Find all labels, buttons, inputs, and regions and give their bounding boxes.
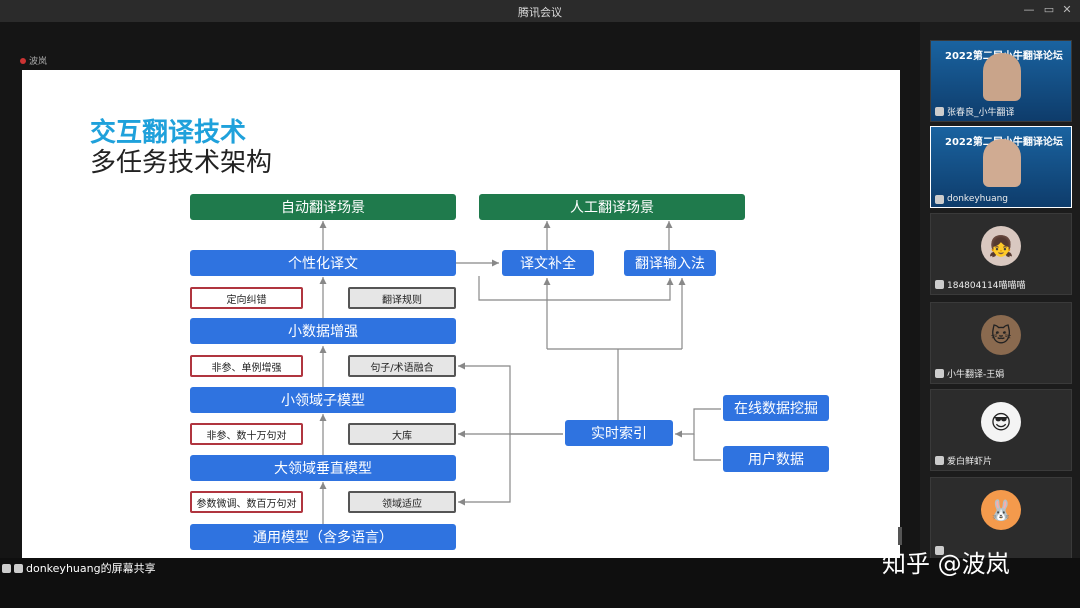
mic-icon xyxy=(935,546,944,555)
translation-input-method: 翻译输入法 xyxy=(624,250,716,276)
window-titlebar: 腾讯会议 — ▭ ✕ xyxy=(0,0,1080,22)
small-data-augmentation: 小数据增强 xyxy=(190,318,456,344)
avatar: 😎 xyxy=(981,402,1021,442)
participant-name: 小牛翻译-王娟 xyxy=(935,367,1004,380)
participant-tile[interactable]: 🐰 xyxy=(930,477,1072,559)
nonparam-single-aug: 非参、单例增强 xyxy=(190,355,303,377)
person-video xyxy=(983,139,1021,187)
participant-tile-active[interactable]: 2022第二届小牛翻译论坛 donkeyhuang xyxy=(930,126,1072,208)
participant-name: donkeyhuang xyxy=(935,194,1008,204)
minimize-icon[interactable]: ▭ xyxy=(1043,3,1055,16)
presentation-slide: 交互翻译技术 多任务技术架构 xyxy=(22,70,900,568)
shared-screen-area: 波岚 交互翻译技术 多任务技术架构 xyxy=(0,22,920,568)
avatar: 🐰 xyxy=(981,490,1021,530)
mic-icon xyxy=(935,456,944,465)
participant-tile[interactable]: 2022第二届小牛翻译论坛 张春良_小牛翻译 xyxy=(930,40,1072,122)
participant-name: 184804114喵喵喵 xyxy=(935,278,1026,291)
presenter-label: 波岚 xyxy=(20,54,47,67)
mic-icon xyxy=(935,280,944,289)
participant-tile[interactable]: 😎 爱白鲜虾片 xyxy=(930,389,1072,471)
realtime-index: 实时索引 xyxy=(565,420,673,446)
avatar: 🐱 xyxy=(981,315,1021,355)
screen-share-label: donkeyhuang的屏幕共享 xyxy=(2,560,156,576)
window-title: 腾讯会议 xyxy=(518,6,562,19)
translation-rules: 翻译规则 xyxy=(348,287,456,309)
mic-icon xyxy=(935,107,944,116)
online-data-mining: 在线数据挖掘 xyxy=(723,395,829,421)
participant-tile[interactable]: 👧 184804114喵喵喵 xyxy=(930,213,1072,295)
param-finetune-millions: 参数微调、数百万句对 xyxy=(190,491,303,513)
slide-title: 交互翻译技术 xyxy=(90,118,247,148)
nonparam-100k-pairs: 非参、数十万句对 xyxy=(190,423,303,445)
slide-subtitle: 多任务技术架构 xyxy=(90,148,273,178)
user-data: 用户数据 xyxy=(723,446,829,472)
directed-correction: 定向纠错 xyxy=(190,287,303,309)
recording-icon xyxy=(20,58,26,64)
bottom-bar xyxy=(0,558,1080,608)
participant-name xyxy=(935,546,947,555)
general-model: 通用模型（含多语言） xyxy=(190,524,456,550)
person-video xyxy=(983,53,1021,101)
close-icon[interactable]: ✕ xyxy=(1062,3,1072,16)
domain-adaptation: 领域适应 xyxy=(348,491,456,513)
large-domain-vertical-model: 大领域垂直模型 xyxy=(190,455,456,481)
avatar: 👧 xyxy=(981,226,1021,266)
diagram-arrows xyxy=(319,221,721,528)
translation-completion: 译文补全 xyxy=(502,250,594,276)
small-domain-model: 小领域子模型 xyxy=(190,387,456,413)
human-translation-scene: 人工翻译场景 xyxy=(479,194,745,220)
big-library: 大库 xyxy=(348,423,456,445)
pin-icon[interactable]: — xyxy=(1023,3,1035,16)
auto-translation-scene: 自动翻译场景 xyxy=(190,194,456,220)
mic-icon xyxy=(935,194,944,204)
participant-tile[interactable]: 🐱 小牛翻译-王娟 xyxy=(930,302,1072,384)
participant-name: 爱白鲜虾片 xyxy=(935,454,992,467)
sentence-term-fusion: 句子/术语融合 xyxy=(348,355,456,377)
screen-share-icon xyxy=(2,563,11,573)
mic-icon xyxy=(935,369,944,378)
personalized-translation: 个性化译文 xyxy=(190,250,456,276)
mic-icon xyxy=(14,563,23,573)
watermark: 知乎 @波岚 xyxy=(882,550,1010,578)
participants-panel: 2022第二届小牛翻译论坛 张春良_小牛翻译 2022第二届小牛翻译论坛 don… xyxy=(920,22,1080,559)
participant-name: 张春良_小牛翻译 xyxy=(935,105,1015,118)
scroll-handle[interactable] xyxy=(898,527,902,545)
